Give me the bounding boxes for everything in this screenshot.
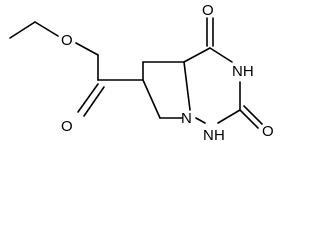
bond-c6-c7 <box>142 79 161 119</box>
bond-c8a-c4 <box>183 47 211 63</box>
bond-c2-n1 <box>217 109 241 124</box>
ester-o-double-label: O <box>61 118 73 135</box>
bond-n8-c8a <box>183 61 191 111</box>
molecule-structure: O O O O N NH N H <box>9 2 274 144</box>
ester-o-single-label: O <box>61 32 73 49</box>
ring-n1-label: N <box>203 127 214 144</box>
bond-c2-o-double-a <box>239 109 259 129</box>
ring-h1-label: H <box>214 127 225 144</box>
ring-n-bridge-label: N <box>181 110 192 127</box>
ring-nh3-label: NH <box>232 63 254 80</box>
ring-o-top-label: O <box>202 2 214 19</box>
bond-carbonyl-double-a <box>77 83 99 113</box>
bond-n1-n8 <box>195 117 206 124</box>
ring-o-bottom-label: O <box>262 123 274 140</box>
bond-ethyl-ch2-o <box>34 21 59 37</box>
bond-ethyl-ch3-ch2 <box>9 21 36 39</box>
bond-carbonyl-double-b <box>83 86 105 117</box>
bond-c4-n3 <box>209 47 233 63</box>
bond-o-carbonyl-c <box>75 42 99 56</box>
bond-c2-o-double-b <box>243 105 263 125</box>
